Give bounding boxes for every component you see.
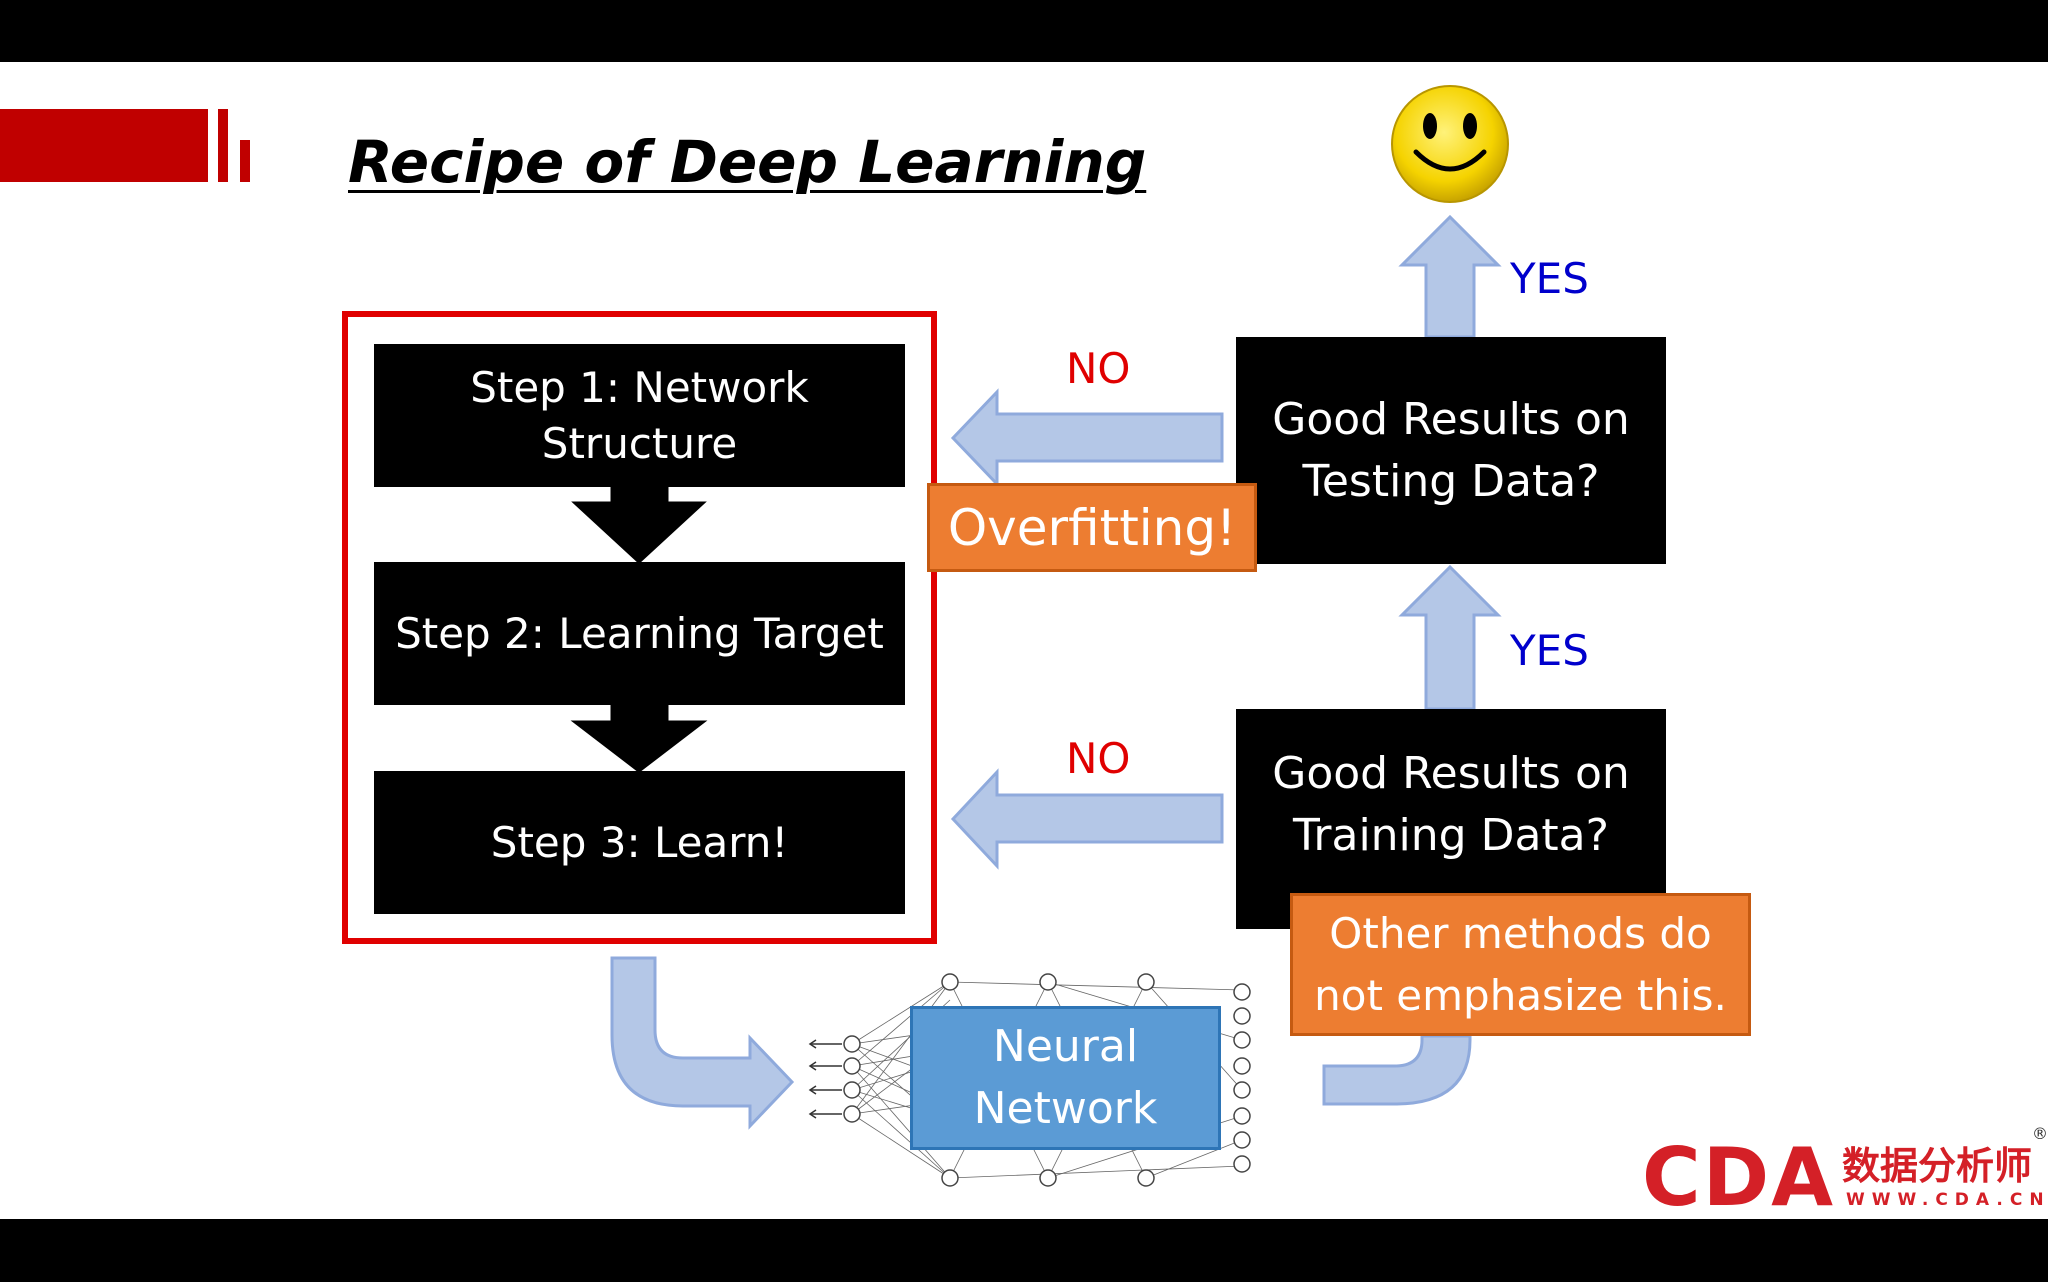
logo-brand: CDA	[1642, 1131, 1836, 1224]
training-data-decision: Good Results on Training Data?	[1236, 709, 1666, 929]
down-arrow-1	[571, 485, 707, 565]
overfitting-callout: Overfitting!	[927, 483, 1257, 572]
no-label-top: NO	[1066, 344, 1131, 393]
nn-nodes	[843, 973, 1251, 1187]
curve-arrow-left	[610, 956, 795, 1130]
header-red-stripe	[240, 140, 250, 182]
steps-frame	[342, 311, 937, 944]
nn-input-arrows	[808, 1039, 842, 1119]
up-arrow-middle	[1398, 564, 1502, 711]
logo-chinese: 数据分析师	[1842, 1144, 2033, 1188]
smiley-face-icon	[1391, 85, 1509, 203]
yes-label-top: YES	[1510, 254, 1589, 303]
curve-arrow-right	[1322, 1034, 1472, 1106]
header-red-bar	[0, 109, 208, 182]
step-3-box: Step 3: Learn!	[374, 771, 905, 914]
no-label-bottom: NO	[1066, 734, 1131, 783]
up-arrow-top	[1398, 214, 1502, 339]
logo-url: WWW.CDA.CN	[1846, 1190, 2048, 1210]
down-arrow-2	[570, 703, 708, 773]
header-red-stripe	[218, 109, 228, 182]
neural-network-box: Neural Network	[910, 1006, 1221, 1150]
logo-registered-mark: ®	[2032, 1124, 2048, 1143]
testing-data-decision: Good Results on Testing Data?	[1236, 337, 1666, 564]
left-arrow-top	[950, 388, 1224, 488]
slide-title: Recipe of Deep Learning	[348, 128, 1147, 196]
step-2-box: Step 2: Learning Target	[374, 562, 905, 705]
step-1-box: Step 1: Network Structure	[374, 344, 905, 487]
other-methods-callout: Other methods do not emphasize this.	[1290, 893, 1751, 1036]
yes-label-bottom: YES	[1510, 626, 1589, 675]
left-arrow-bottom	[950, 768, 1224, 870]
